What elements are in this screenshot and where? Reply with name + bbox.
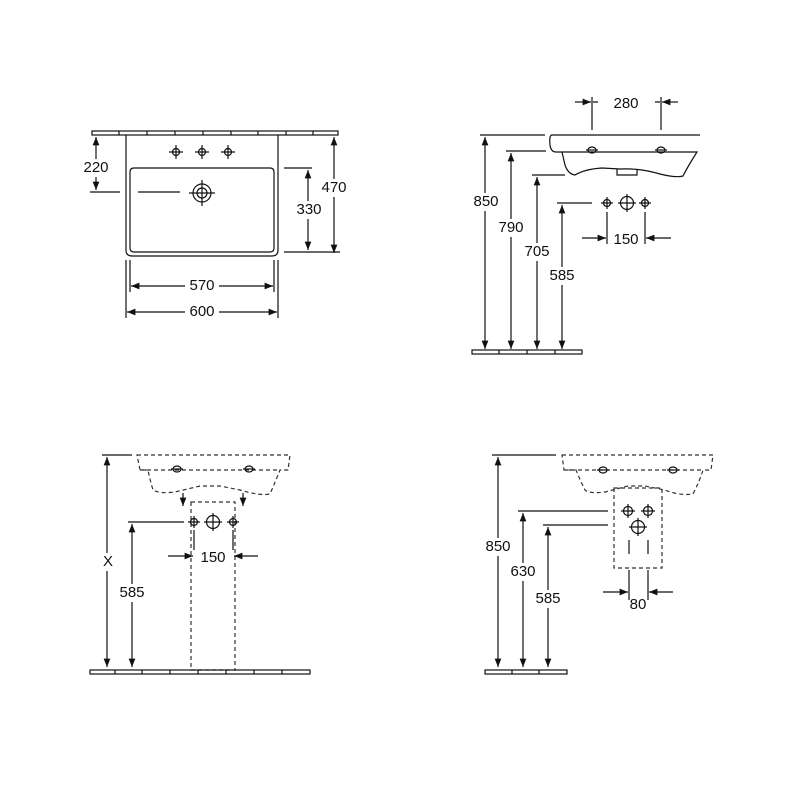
- dim-280-label: 280: [613, 95, 638, 112]
- dim-630-label: 630: [510, 563, 535, 580]
- dim-585-label: 585: [535, 590, 560, 607]
- dim-150-label: 150: [200, 549, 225, 566]
- basin-dashed: [136, 454, 291, 496]
- dim-585-label: 585: [549, 267, 574, 284]
- supply-connections: [188, 513, 239, 531]
- semi-pedestal-dashed: [613, 487, 663, 569]
- dim-80-label: 80: [630, 596, 647, 613]
- overflow-holes: [597, 466, 679, 474]
- dim-150-label: 150: [613, 231, 638, 248]
- dim-x-label: X: [103, 553, 113, 570]
- wall-strip: [91, 130, 339, 136]
- overflow-holes: [171, 465, 255, 473]
- basin-bowl: [129, 167, 275, 253]
- dim-790-label: 790: [498, 219, 523, 236]
- dim-850-label: 850: [473, 193, 498, 210]
- dim-220-label: 220: [83, 159, 108, 176]
- supply-connections: [621, 504, 655, 536]
- floor-strip: [484, 669, 568, 675]
- drain-icon: [189, 180, 215, 206]
- dim-600-label: 600: [189, 303, 214, 320]
- floor-strip: [471, 349, 583, 355]
- dim-570-label: 570: [189, 277, 214, 294]
- side-view: 280 850 790 705 585 150: [470, 95, 700, 355]
- pedestal-view: 150 X 585: [89, 454, 311, 675]
- top-view: 220 330 470 570 600: [80, 130, 352, 321]
- overflow-holes: [586, 146, 667, 154]
- supply-connections: [601, 194, 651, 212]
- basin-profile: [549, 134, 700, 178]
- basin-dashed: [561, 454, 714, 496]
- dim-705-label: 705: [524, 243, 549, 260]
- floor-strip: [89, 669, 311, 675]
- dim-330-label: 330: [296, 201, 321, 218]
- dim-470-label: 470: [321, 179, 346, 196]
- semi-pedestal-view: 80 850 630 585: [482, 454, 714, 675]
- tap-holes: [169, 145, 235, 159]
- basin-outline: [125, 135, 279, 257]
- dim-585-label: 585: [119, 584, 144, 601]
- dim-850-label: 850: [485, 538, 510, 555]
